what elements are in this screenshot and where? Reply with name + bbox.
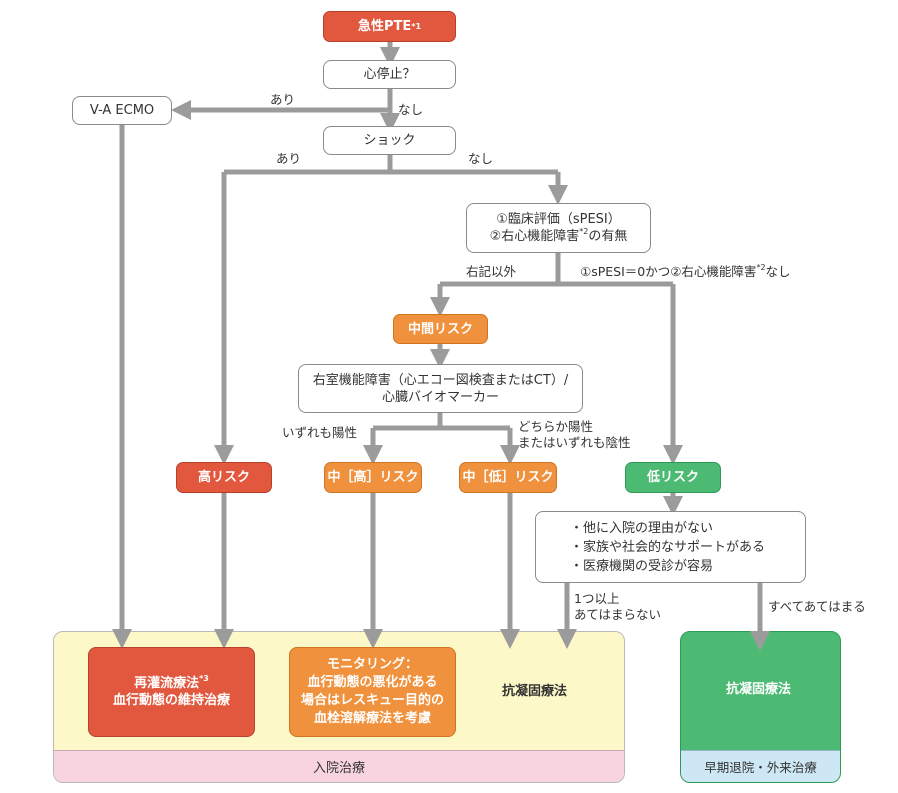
node-rv-dysfunction: 右室機能障害（心エコー図検査またはCT）/ 心臓バイオマーカー (298, 364, 583, 413)
evaluation-line2: ②右心機能障害*2の有無 (490, 228, 628, 245)
condition-item: 医療機関の受診が容易 (570, 557, 765, 576)
reperfusion-line2: 血行動態の維持治療 (112, 693, 230, 708)
label-shock-no: なし (468, 151, 494, 166)
node-reperfusion: 再灌流療法*3 血行動態の維持治療 (88, 647, 255, 737)
intermediate-risk-text: 中間リスク (407, 321, 473, 337)
node-va-ecmo: V-A ECMO (72, 96, 172, 125)
rv-line2: 心臓バイオマーカー (381, 389, 499, 405)
node-conditions: 他に入院の理由がない 家族や社会的なサポートがある 医療機関の受診が容易 (535, 511, 806, 583)
condition-item: 家族や社会的なサポートがある (570, 538, 765, 557)
node-cardiac-arrest: 心停止？ (323, 60, 456, 89)
label-other: 右記以外 (466, 264, 517, 279)
anticoag-outpatient-text: 抗凝固療法 (726, 682, 792, 697)
evaluation-line1: ①臨床評価（sPESI） (496, 212, 621, 227)
conditions-list: 他に入院の理由がない 家族や社会的なサポートがある 医療機関の受診が容易 (570, 519, 765, 576)
condition-item: 他に入院の理由がない (570, 519, 765, 538)
monitoring-line3: 場合はレスキュー目的の (300, 693, 444, 708)
high-risk-text: 高リスク (197, 470, 250, 485)
outpatient-label: 早期退院・外来治療 (704, 760, 817, 775)
reperfusion-title: 再灌流療法 (134, 676, 200, 691)
node-intermediate-low: 中［低］リスク (459, 462, 557, 493)
anticoag-inpatient-text: 抗凝固療法 (502, 684, 568, 699)
label-low-condition-note: *2 (756, 263, 766, 272)
shock-text: ショック (363, 133, 416, 148)
monitoring-line1: モニタリング： (326, 657, 418, 672)
label-shock-yes: あり (276, 151, 302, 166)
label-low-condition-a: ①sPESI＝0かつ②右心機能障害 (580, 264, 757, 279)
monitoring-line4: 血栓溶解療法を考慮 (313, 711, 431, 726)
node-intermediate-high: 中［高］リスク (324, 462, 422, 493)
label-arrest-yes: あり (270, 92, 296, 107)
monitoring-line2: 血行動態の悪化がある (307, 675, 438, 690)
acute-pte-text: 急性PTE (357, 19, 412, 34)
outpatient-footer: 早期退院・外来治療 (681, 750, 840, 782)
label-low-condition: ①sPESI＝0かつ②右心機能障害*2なし (580, 263, 791, 280)
node-low-risk: 低リスク (625, 462, 721, 493)
label-low-condition-b: なし (765, 264, 791, 279)
inpatient-footer: 入院治療 (54, 750, 624, 782)
label-all-apply: すべてあてはまる (768, 599, 866, 614)
node-monitoring: モニタリング： 血行動態の悪化がある 場合はレスキュー目的の 血栓溶解療法を考慮 (289, 647, 456, 737)
label-either-positive-2: またはいずれも陰性 (518, 435, 631, 450)
inpatient-label: 入院治療 (312, 761, 365, 776)
evaluation-line2-b: の有無 (588, 229, 628, 244)
label-either-positive-1: どちらか陽性 (518, 419, 594, 434)
node-intermediate-risk: 中間リスク (393, 314, 488, 344)
node-evaluation: ①臨床評価（sPESI） ②右心機能障害*2の有無 (466, 203, 651, 253)
va-ecmo-text: V-A ECMO (89, 103, 155, 118)
evaluation-note: *2 (579, 227, 589, 236)
low-risk-text: 低リスク (646, 470, 699, 485)
label-arrest-no: なし (398, 102, 424, 117)
reperfusion-note: *3 (199, 674, 209, 683)
node-acute-pte: 急性PTE*1 (323, 11, 456, 42)
node-high-risk: 高リスク (176, 462, 272, 493)
intermediate-high-text: 中［高］リスク (327, 470, 419, 485)
cardiac-arrest-text: 心停止？ (363, 67, 416, 82)
label-one-or-more-2: あてはまらない (574, 607, 662, 622)
evaluation-line2-a: ②右心機能障害 (489, 229, 580, 244)
intermediate-low-text: 中［低］リスク (462, 470, 554, 485)
node-shock: ショック (323, 126, 456, 155)
label-both-positive: いずれも陽性 (282, 425, 358, 440)
label-one-or-more-1: 1つ以上 (574, 591, 620, 606)
rv-line1: 右室機能障害（心エコー図検査またはCT）/ (312, 372, 569, 388)
reperfusion-line1: 再灌流療法*3 (134, 675, 209, 692)
